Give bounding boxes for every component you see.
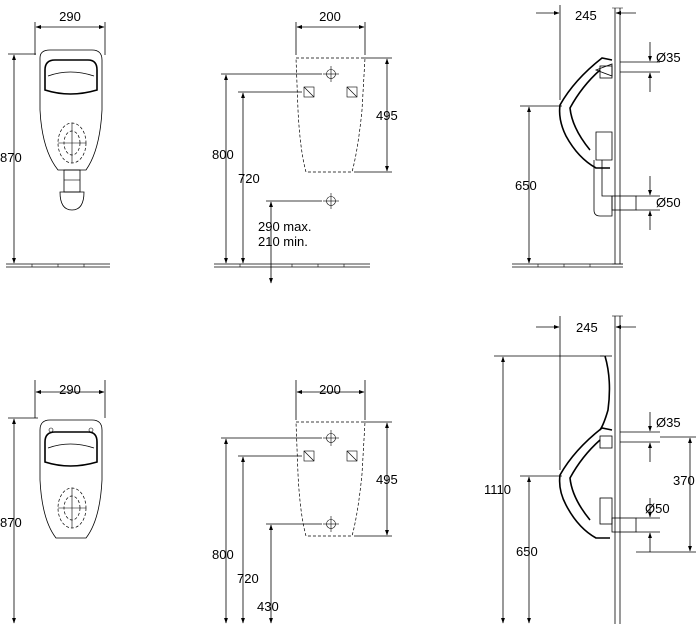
bottom-mount-430-label: 430 xyxy=(257,599,279,614)
top-front-height-label: 870 xyxy=(0,150,22,165)
top-side-height-label: 650 xyxy=(515,178,537,193)
top-mount-max-label: 290 max. xyxy=(258,219,311,234)
bottom-front-width-label: 290 xyxy=(59,382,81,397)
bottom-mount-720-label: 720 xyxy=(237,571,259,586)
top-front-width-label: 290 xyxy=(59,9,81,24)
top-mount-height-label: 495 xyxy=(376,108,398,123)
top-mount-width-label: 200 xyxy=(319,9,341,24)
bottom-side-1110-label: 1110 xyxy=(484,482,511,497)
bottom-side-370-label: 370 xyxy=(673,473,695,488)
bottom-side-outlet-label: Ø50 xyxy=(645,501,670,516)
top-front-view: 290 870 xyxy=(0,9,110,268)
bottom-mounting-view: 200 495 800 720 430 xyxy=(212,380,398,624)
bottom-front-view: 290 870 xyxy=(0,380,106,624)
bottom-mount-width-label: 200 xyxy=(319,382,341,397)
top-side-inlet-label: Ø35 xyxy=(656,50,681,65)
bottom-front-height-label: 870 xyxy=(0,515,22,530)
top-mounting-view: 200 495 800 720 290 max. 210 min. xyxy=(212,9,398,284)
top-side-view: 245 Ø35 Ø50 650 xyxy=(512,5,681,268)
top-mount-800-label: 800 xyxy=(212,147,234,162)
top-side-outlet-label: Ø50 xyxy=(656,195,681,210)
bottom-side-inlet-label: Ø35 xyxy=(656,415,681,430)
bottom-mount-800-label: 800 xyxy=(212,547,234,562)
bottom-side-depth-label: 245 xyxy=(576,320,598,335)
bottom-side-650-label: 650 xyxy=(516,544,538,559)
bottom-mount-height-label: 495 xyxy=(376,472,398,487)
bottom-side-view: 245 Ø35 370 Ø50 1110 650 xyxy=(484,315,696,624)
top-mount-min-label: 210 min. xyxy=(258,234,308,249)
top-side-depth-label: 245 xyxy=(575,8,597,23)
top-mount-720-label: 720 xyxy=(238,171,260,186)
